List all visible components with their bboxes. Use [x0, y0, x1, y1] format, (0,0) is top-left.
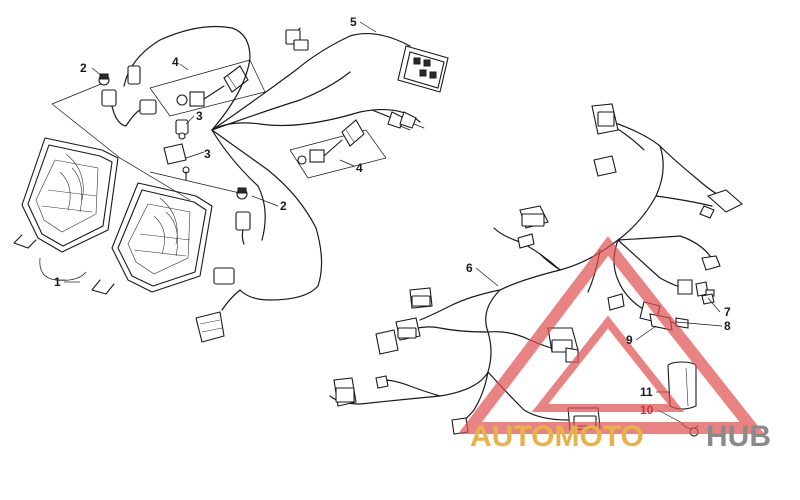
bulb-socket-upper: [176, 65, 249, 107]
callout-4-lower: 4: [356, 161, 363, 175]
watermark-text-hub: HUB: [706, 420, 771, 453]
callout-4-upper: 4: [172, 55, 179, 69]
callout-3-lower: 3: [204, 147, 211, 161]
watermark-text-automoto: AUTOMOTO: [470, 420, 644, 453]
bulb-item3-upper: [175, 119, 189, 140]
callout-6: 6: [466, 261, 473, 275]
callout-10: 10: [640, 403, 654, 417]
callout-8: 8: [724, 319, 731, 333]
callout-11: 11: [640, 385, 653, 399]
watermark-logo-triangle: [457, 236, 765, 434]
bulb-socket-lower: [297, 119, 365, 165]
callout-9: 9: [626, 333, 633, 347]
bulb-item3-lower: [163, 143, 190, 181]
grommet-lower: [236, 187, 248, 200]
headlight-harness: [101, 25, 425, 343]
leader-box-upper: [51, 59, 266, 159]
callout-7: 7: [724, 305, 731, 319]
grommet-upper: [98, 73, 110, 86]
headlight-left: [13, 137, 119, 253]
leader-box-lower: [119, 129, 387, 201]
callout-5: 5: [350, 15, 357, 29]
callout-1: 1: [54, 275, 61, 289]
watermark-text: AUTOMOTO HUB: [470, 420, 771, 453]
leader-lines: [64, 21, 723, 425]
callout-2-lower: 2: [280, 199, 287, 213]
main-connector-5: [397, 45, 449, 93]
callout-2-upper: 2: [80, 61, 87, 75]
headlight-right: [91, 182, 213, 295]
callout-3-upper: 3: [196, 109, 203, 123]
